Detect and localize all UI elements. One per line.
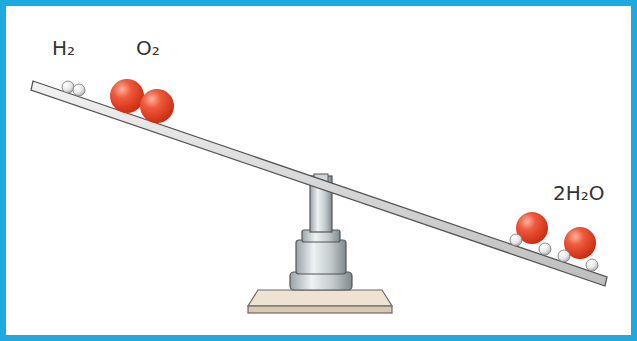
water-molecule: [510, 212, 551, 255]
oxygen-molecule: [110, 79, 174, 123]
formula-label: H₂: [52, 36, 75, 60]
water-molecule: [558, 227, 598, 271]
formula-label: O₂: [136, 36, 160, 60]
base-plate: [248, 290, 392, 313]
hydrogen-molecule: [62, 81, 85, 96]
seesaw-beam: [31, 81, 607, 286]
formula-label: 2H₂O: [553, 181, 605, 205]
